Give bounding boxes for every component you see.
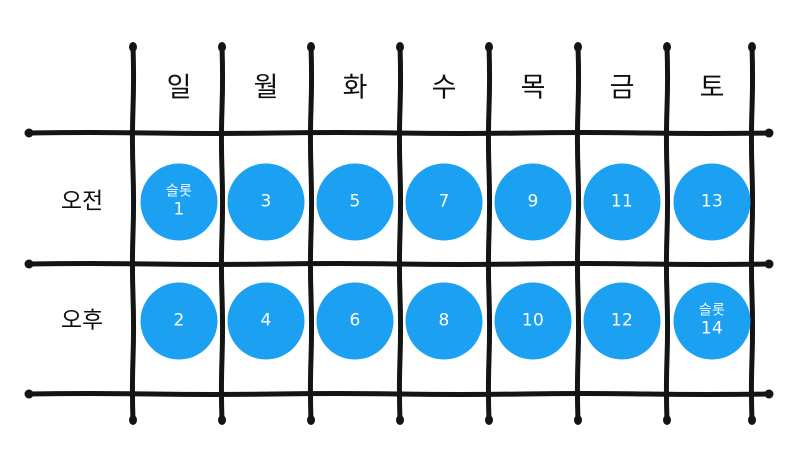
day-header-monday: 월 (253, 72, 279, 104)
slot-number: 12 (610, 310, 634, 331)
slot-number: 8 (438, 310, 450, 331)
row-label-morning: 오전 (60, 188, 104, 215)
slot-circle-11[interactable]: 11 (583, 163, 661, 241)
slot-circle-2[interactable]: 2 (140, 282, 218, 360)
row-label-afternoon: 오후 (60, 307, 104, 334)
slot-number: 1 (173, 199, 185, 220)
slot-number: 13 (700, 191, 724, 212)
slot-number: 3 (260, 191, 272, 212)
slot-circle-13[interactable]: 13 (673, 163, 751, 241)
slot-circle-8[interactable]: 8 (405, 282, 483, 360)
slot-number: 14 (700, 318, 724, 339)
slot-circle-4[interactable]: 4 (227, 282, 305, 360)
day-header-saturday: 토 (699, 72, 725, 104)
slot-number: 10 (521, 310, 545, 331)
slot-number: 5 (349, 191, 361, 212)
slot-number: 7 (438, 191, 450, 212)
slot-circle-10[interactable]: 10 (494, 282, 572, 360)
slot-number: 11 (610, 191, 634, 212)
day-header-sunday: 일 (166, 72, 192, 104)
slot-circle-9[interactable]: 9 (494, 163, 572, 241)
slot-caption: 슬롯 (165, 183, 193, 200)
slot-number: 4 (260, 310, 272, 331)
slot-number: 9 (527, 191, 539, 212)
slot-circle-6[interactable]: 6 (316, 282, 394, 360)
day-header-friday: 금 (609, 72, 635, 104)
slot-number: 6 (349, 310, 361, 331)
slot-circle-3[interactable]: 3 (227, 163, 305, 241)
day-header-thursday: 목 (520, 72, 546, 104)
slot-circle-7[interactable]: 7 (405, 163, 483, 241)
slot-circle-5[interactable]: 5 (316, 163, 394, 241)
slot-caption: 슬롯 (698, 302, 726, 319)
day-header-tuesday: 화 (342, 72, 368, 104)
slot-circle-12[interactable]: 12 (583, 282, 661, 360)
day-header-wednesday: 수 (431, 72, 457, 104)
slot-number: 2 (173, 310, 185, 331)
